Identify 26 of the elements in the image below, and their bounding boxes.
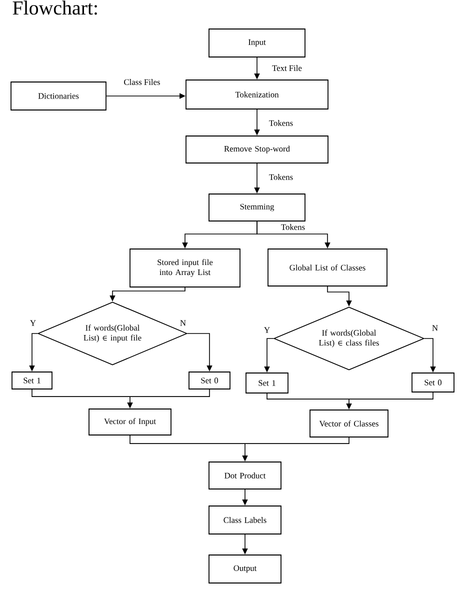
process-box: Class Labels <box>208 506 282 534</box>
process-box: Input <box>208 28 306 58</box>
process-box: Set 0 <box>188 372 230 390</box>
process-box: Dot Product <box>208 462 282 490</box>
process-box: Remove Stop-word <box>186 136 328 164</box>
edge-label: N <box>179 319 187 327</box>
edge-label: N <box>431 324 439 332</box>
process-box: Global List of Classes <box>268 248 388 286</box>
edge-label: Text File <box>271 64 303 72</box>
process-box: Stemming <box>208 194 306 222</box>
process-box: Set 1 <box>12 372 52 390</box>
process-box: Set 0 <box>412 372 454 392</box>
process-box: Stored input file into Array List <box>130 248 240 288</box>
edge-label: Y <box>29 319 37 327</box>
process-box: Tokenization <box>186 80 328 110</box>
process-box: Dictionaries <box>10 82 106 110</box>
process-box: Output <box>208 554 282 584</box>
process-box: Vector of Classes <box>310 410 388 438</box>
title: Flowchart: <box>12 0 97 15</box>
process-box: Set 1 <box>246 372 288 394</box>
edge-label: Class Files <box>122 78 162 86</box>
process-box: Vector of Input <box>88 408 172 436</box>
edge-label: Tokens <box>268 119 294 127</box>
edge-label: Tokens <box>280 223 306 231</box>
edge-label: Tokens <box>268 173 294 181</box>
edge-label: Y <box>263 326 271 334</box>
